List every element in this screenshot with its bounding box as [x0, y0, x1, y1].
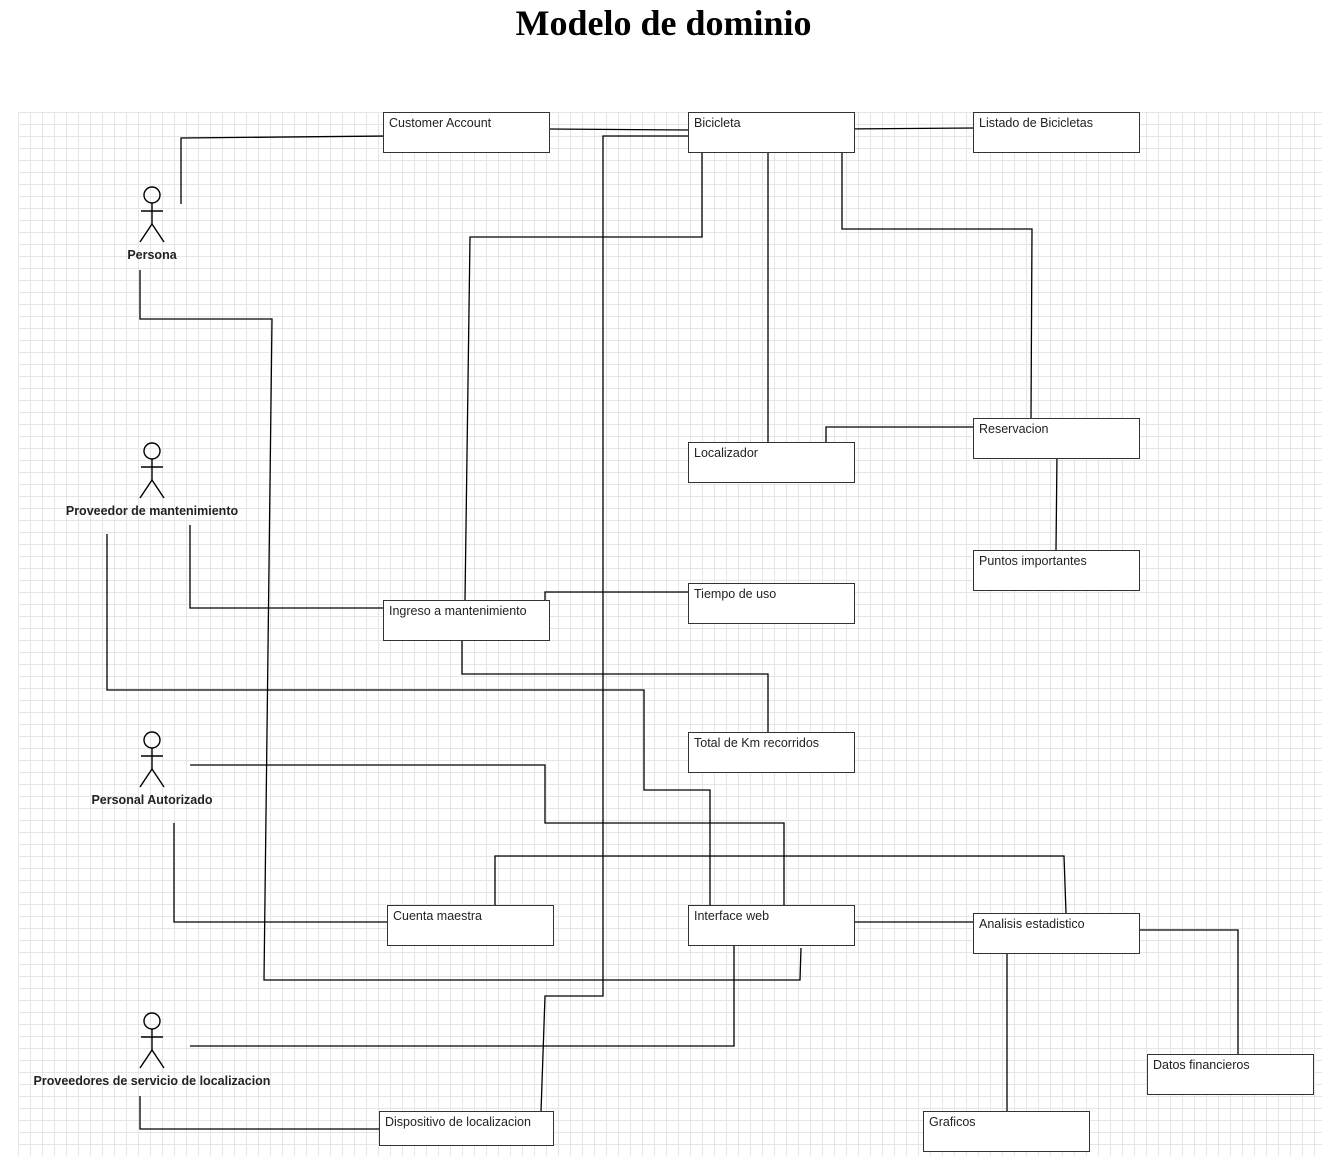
actor-label-proveedor-mantenimiento: Proveedor de mantenimiento [65, 504, 239, 518]
entity-dispositivo-localizacion: Dispositivo de localizacion [379, 1111, 554, 1146]
connector-analisis-datos [1131, 929, 1239, 1054]
entity-interface-web: Interface web [688, 905, 855, 946]
connector-persona-interface [139, 270, 802, 981]
connector-bicicleta-ingreso [464, 148, 703, 601]
entity-graficos: Graficos [923, 1111, 1090, 1152]
connector-cuenta-analisis [494, 855, 1067, 914]
entity-ingreso-mantenimiento: Ingreso a mantenimiento [383, 600, 550, 641]
entity-customer-account: Customer Account [383, 112, 550, 153]
connector-localizador-reservacion [825, 426, 974, 442]
connector-personal-cuenta [173, 823, 388, 923]
entity-cuenta-maestra: Cuenta maestra [387, 905, 554, 946]
connector-ingreso-km [461, 640, 769, 732]
stick-figure-icon [139, 1012, 165, 1069]
entity-listado-bicicletas: Listado de Bicicletas [973, 112, 1140, 153]
connector-localizacion-dispositivo [139, 1096, 380, 1130]
connector-localizacion-interface [190, 944, 735, 1047]
actor-label-proveedores-localizacion: Proveedores de servicio de localizacion [33, 1074, 271, 1088]
stick-figure-icon [139, 186, 165, 243]
stick-figure-icon [139, 731, 165, 788]
connector-bicicleta-reservacion [841, 148, 1033, 419]
entity-bicicleta: Bicicleta [688, 112, 855, 153]
actor-persona: Persona [22, 186, 282, 262]
stick-figure-icon [139, 442, 165, 499]
actor-proveedores-localizacion: Proveedores de servicio de localizacion [22, 1012, 282, 1088]
entity-puntos-importantes: Puntos importantes [973, 550, 1140, 591]
diagram-canvas [18, 112, 1322, 1156]
connector-reservacion-puntos [1055, 452, 1058, 551]
actor-proveedor-mantenimiento: Proveedor de mantenimiento [22, 442, 282, 518]
page-title: Modelo de dominio [515, 3, 812, 43]
entity-reservacion: Reservacion [973, 418, 1140, 459]
entity-tiempo-uso: Tiempo de uso [688, 583, 855, 624]
actor-label-personal-autorizado: Personal Autorizado [91, 793, 213, 807]
connector-ingreso-tiempo [544, 591, 689, 600]
entity-datos-financieros: Datos financieros [1147, 1054, 1314, 1095]
actor-personal-autorizado: Personal Autorizado [22, 731, 282, 807]
connector-persona-customer-account [180, 135, 389, 204]
entity-total-km: Total de Km recorridos [688, 732, 855, 773]
connector-proveedor-interface [106, 534, 711, 905]
entity-localizador: Localizador [688, 442, 855, 483]
connector-bicicleta-listado [841, 127, 975, 130]
connector-proveedor-ingreso [189, 525, 384, 609]
connector-personal-interface [190, 764, 785, 905]
actor-label-persona: Persona [127, 248, 177, 262]
connector-bicicleta-dispositivo [540, 135, 689, 1113]
connector-customer-account-bicicleta [548, 128, 690, 131]
entity-analisis-estadistico: Analisis estadistico [973, 913, 1140, 954]
